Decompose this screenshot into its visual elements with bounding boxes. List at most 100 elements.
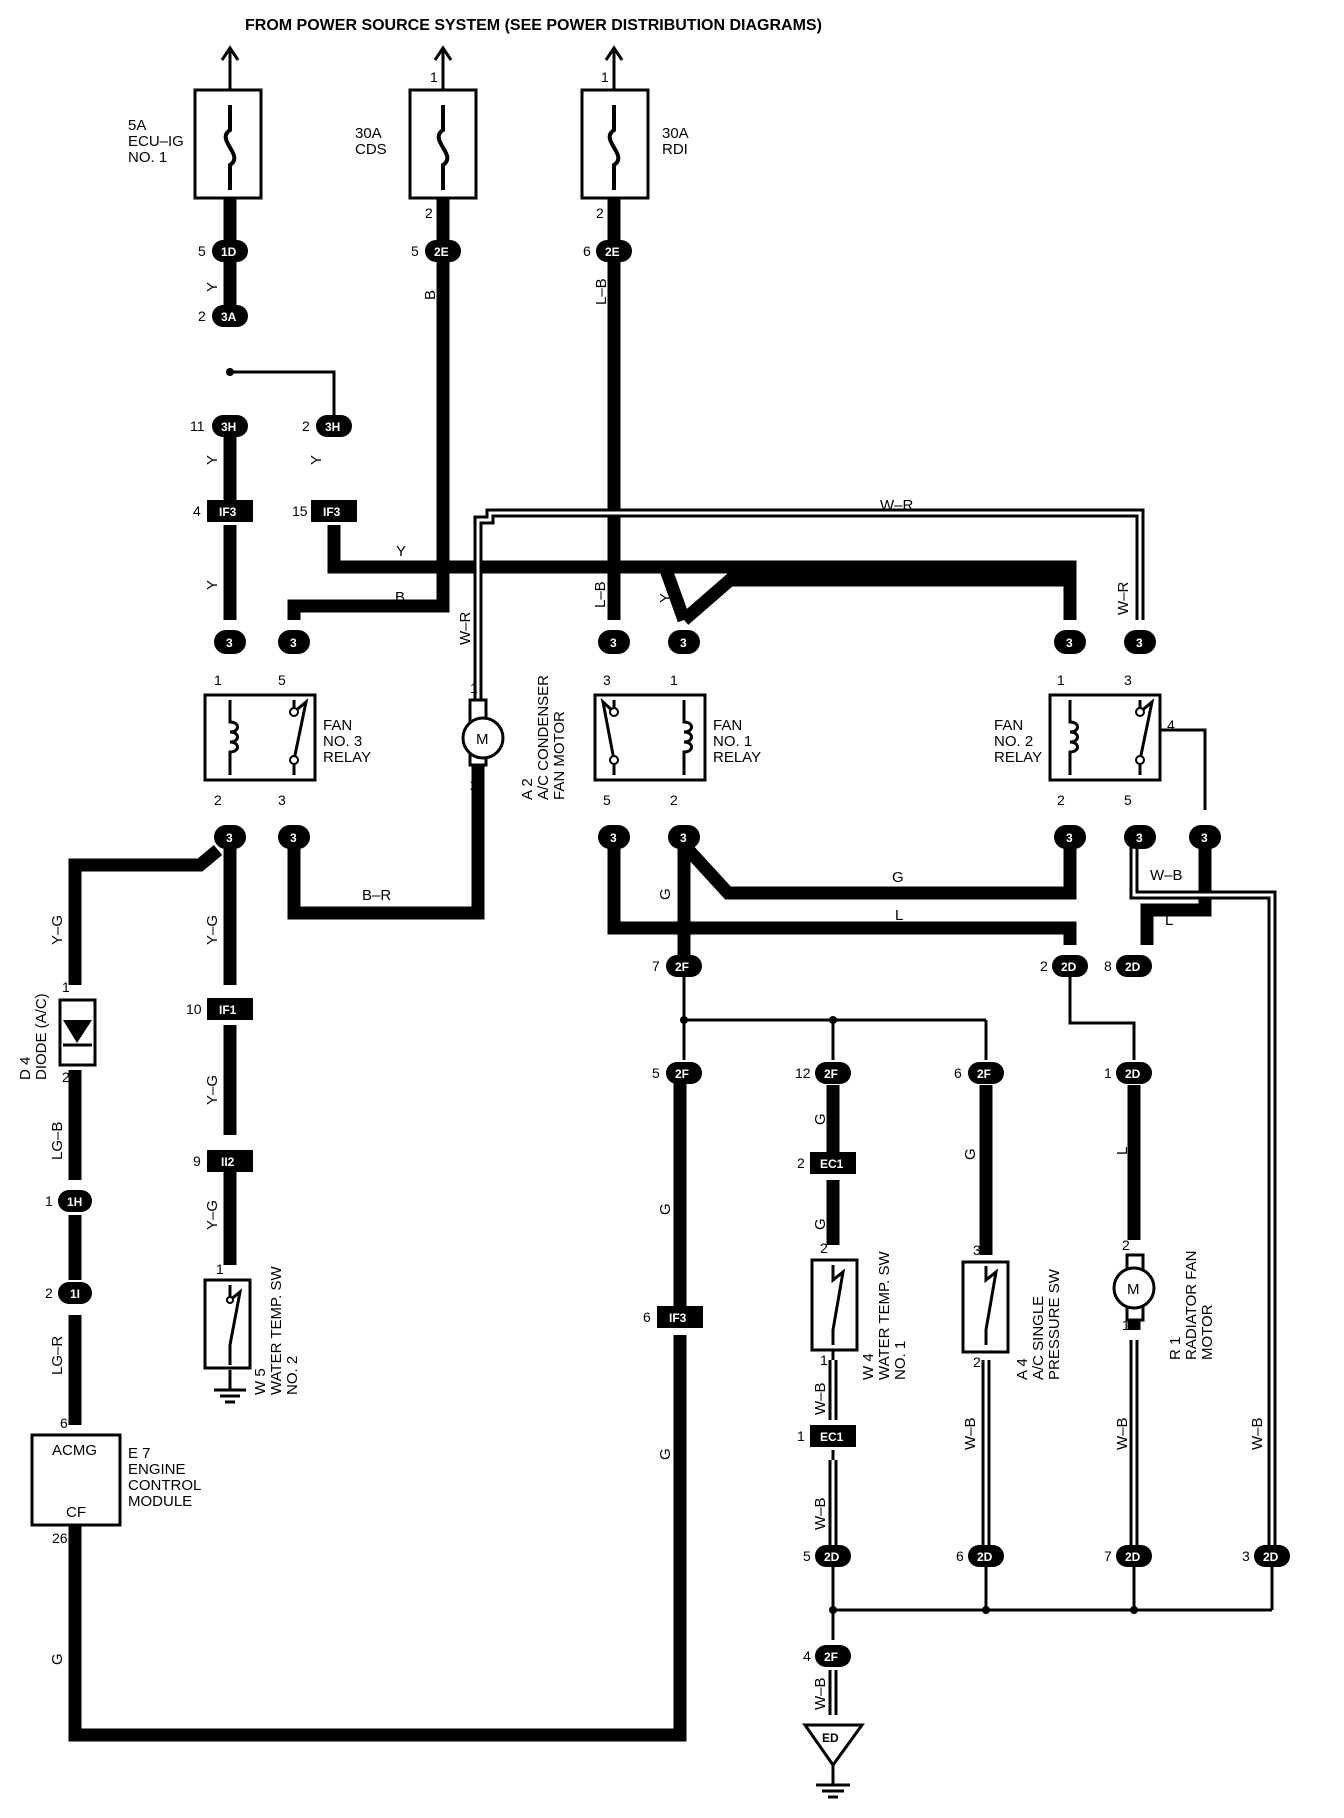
svg-text:1D: 1D — [221, 245, 237, 259]
svg-text:9: 9 — [193, 1153, 201, 1169]
engine-control-module: ACMG CF E 7 ENGINE CONTROL MODULE — [30, 1433, 201, 1527]
svg-text:L–B: L–B — [592, 581, 609, 608]
svg-text:1: 1 — [470, 680, 478, 696]
svg-text:5: 5 — [1124, 792, 1132, 808]
svg-text:6: 6 — [643, 1309, 651, 1325]
svg-text:2: 2 — [1057, 792, 1065, 808]
svg-text:3: 3 — [1124, 672, 1132, 688]
svg-text:NO. 2: NO. 2 — [284, 1356, 301, 1395]
svg-text:IF3: IF3 — [669, 1311, 687, 1325]
connector-2F-4: 2F — [815, 1645, 851, 1667]
ground-ed: ED — [802, 1723, 865, 1799]
connector-EC1-1: EC1 — [810, 1425, 856, 1447]
thick-wires — [68, 198, 1212, 1742]
svg-text:2: 2 — [596, 205, 604, 221]
svg-text:CF: CF — [66, 1504, 86, 1521]
svg-text:2F: 2F — [824, 1650, 838, 1664]
svg-text:MODULE: MODULE — [128, 1493, 192, 1510]
connector-2D-5: 2D — [815, 1545, 851, 1567]
connector-2F-7: 2F — [666, 955, 702, 977]
svg-text:Y: Y — [895, 562, 905, 579]
svg-text:W 4: W 4 — [860, 1353, 877, 1380]
ac-condenser-fan-motor: M A 2 A/C CONDENSER FAN MOTOR — [461, 675, 568, 800]
svg-text:1: 1 — [45, 1193, 53, 1209]
svg-text:3: 3 — [1201, 831, 1208, 845]
svg-text:3: 3 — [610, 831, 617, 845]
svg-text:IF1: IF1 — [219, 1003, 237, 1017]
svg-text:2: 2 — [198, 308, 206, 324]
connector-3-relay3-pin5: 3 — [278, 630, 310, 654]
svg-text:EC1: EC1 — [820, 1157, 844, 1171]
svg-text:2F: 2F — [675, 960, 689, 974]
svg-text:6: 6 — [60, 1415, 68, 1431]
svg-text:NO. 2: NO. 2 — [994, 733, 1033, 750]
svg-text:W–B: W–B — [812, 1382, 829, 1415]
connector-3-relay3-pin1: 3 — [214, 630, 246, 654]
svg-text:RADIATOR FAN: RADIATOR FAN — [1183, 1251, 1200, 1360]
power-input-arrows — [220, 45, 624, 90]
radiator-fan-motor: M R 1 RADIATOR FAN MOTOR — [1112, 1251, 1216, 1360]
water-temp-sw-2: W 5 WATER TEMP. SW NO. 2 — [203, 1266, 301, 1395]
connector-3-relay3-pin2: 3 — [214, 825, 246, 849]
svg-text:3: 3 — [290, 831, 297, 845]
svg-text:WATER TEMP. SW: WATER TEMP. SW — [268, 1266, 285, 1395]
fuse-ecu-ig: 5A ECU–IG NO. 1 — [128, 88, 263, 200]
svg-text:II2: II2 — [221, 1155, 235, 1169]
svg-text:IF3: IF3 — [323, 505, 341, 519]
svg-text:FAN: FAN — [323, 717, 352, 734]
svg-text:A 4: A 4 — [1014, 1358, 1031, 1380]
svg-text:1: 1 — [601, 69, 609, 85]
svg-text:3H: 3H — [325, 420, 340, 434]
svg-text:B–R: B–R — [362, 887, 391, 904]
svg-text:3: 3 — [680, 831, 687, 845]
svg-text:2F: 2F — [977, 1067, 991, 1081]
svg-text:W–R: W–R — [1115, 582, 1132, 616]
svg-text:3: 3 — [1066, 636, 1073, 650]
svg-text:4: 4 — [803, 1648, 811, 1664]
svg-text:1: 1 — [670, 672, 678, 688]
svg-text:W–R: W–R — [457, 612, 474, 646]
svg-text:11: 11 — [190, 418, 205, 434]
svg-text:NO. 3: NO. 3 — [323, 733, 362, 750]
svg-text:2: 2 — [302, 418, 310, 434]
svg-text:RELAY: RELAY — [713, 749, 761, 766]
svg-text:5: 5 — [652, 1065, 660, 1081]
svg-text:ACMG: ACMG — [52, 1442, 97, 1459]
svg-text:LG–R: LG–R — [49, 1336, 66, 1375]
connector-2D-8: 2D — [1116, 955, 1152, 977]
svg-text:G: G — [892, 869, 904, 886]
svg-text:2E: 2E — [605, 245, 620, 259]
svg-text:1I: 1I — [70, 1287, 80, 1301]
svg-text:RELAY: RELAY — [994, 749, 1042, 766]
svg-text:G: G — [49, 1653, 66, 1665]
svg-text:W–B: W–B — [812, 1677, 829, 1710]
svg-text:W–R: W–R — [880, 497, 914, 514]
connector-1H: 1H — [58, 1190, 92, 1212]
svg-text:Y–G: Y–G — [49, 915, 66, 945]
svg-text:L: L — [1114, 1147, 1131, 1155]
svg-text:5A: 5A — [128, 117, 146, 134]
svg-text:L–B: L–B — [593, 278, 610, 305]
fuse-rdi: 1 30A RDI — [580, 69, 689, 200]
connector-2E-rdi: 2E — [596, 240, 632, 262]
svg-text:MOTOR: MOTOR — [1199, 1304, 1216, 1360]
svg-text:A/C CONDENSER: A/C CONDENSER — [535, 675, 552, 800]
svg-text:12: 12 — [795, 1065, 811, 1081]
svg-text:Y: Y — [657, 593, 674, 603]
svg-text:WATER TEMP. SW: WATER TEMP. SW — [876, 1251, 893, 1380]
svg-text:IF3: IF3 — [219, 505, 237, 519]
connector-1I: 1I — [58, 1282, 92, 1304]
svg-text:RDI: RDI — [662, 141, 688, 158]
svg-text:G: G — [812, 1218, 829, 1230]
svg-text:3A: 3A — [221, 310, 237, 324]
svg-text:CONTROL: CONTROL — [128, 1477, 201, 1494]
svg-text:1: 1 — [214, 672, 222, 688]
svg-text:M: M — [476, 731, 489, 748]
connector-3A: 3A — [212, 305, 248, 327]
svg-text:D 4: D 4 — [17, 1057, 34, 1080]
connector-IF1: IF1 — [207, 998, 253, 1020]
svg-text:30A: 30A — [355, 125, 382, 142]
connector-3-relay1-pin1: 3 — [668, 630, 700, 654]
connector-IF3-4: IF3 — [207, 500, 253, 522]
svg-text:5: 5 — [278, 672, 286, 688]
